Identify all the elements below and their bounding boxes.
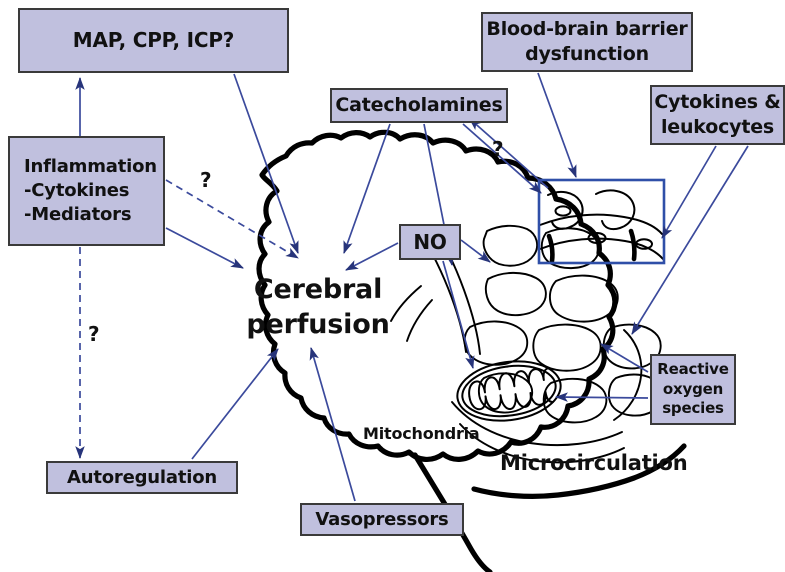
arrow-blood-brain-barrier-to-bbb-region [537, 72, 577, 178]
arrow-reactive-oxygen-species-to-microcirculation [600, 343, 649, 373]
arrow-inflammation-to-cerebral-perfusion-dashed [165, 179, 299, 259]
node-cytokines-and-leukocytes[interactable]: Cytokines & leukocytes [650, 85, 785, 145]
node-reactive-oxygen-species[interactable]: Reactive oxygen species [650, 354, 736, 425]
mitochondria-label: Mitochondria [363, 424, 480, 443]
qmark-inflammation-to-perfusion: ? [200, 168, 212, 192]
cerebral-perfusion-label: Cerebral perfusion [246, 274, 390, 341]
node-vasopressors[interactable]: Vasopressors [300, 503, 464, 536]
blood-brain-barrier-region [537, 178, 666, 265]
arrow-catecholamines-bbb-bidirectional-b [468, 117, 549, 189]
microcirculation-label: Microcirculation [500, 451, 688, 475]
node-inflammation[interactable]: Inflammation -Cytokines -Mediators [8, 136, 165, 246]
brain-outline [256, 129, 687, 572]
mitochondrion-illustration [456, 360, 562, 422]
qmark-catecholamines-bbb: ? [492, 137, 504, 161]
node-autoregulation[interactable]: Autoregulation [46, 461, 238, 494]
arrow-catecholamines-to-cerebral-perfusion [343, 123, 391, 254]
qmark-inflammation-to-autoregulation: ? [88, 322, 100, 346]
node-blood-brain-barrier-dysfunction[interactable]: Blood-brain barrier dysfunction [481, 12, 693, 72]
arrow-autoregulation-to-cerebral-perfusion [191, 348, 279, 460]
node-map-cpp-icp[interactable]: MAP, CPP, ICP? [18, 8, 289, 73]
arrow-no-to-cerebral-perfusion [345, 242, 399, 271]
arrow-cytokines-leukocytes-to-bbb-region [661, 145, 717, 239]
arrow-cytokines-leukocytes-to-microcirculation [631, 145, 749, 335]
arrow-no-to-mitochondria [442, 260, 475, 369]
arrow-map-cpp-icp-to-cerebral-perfusion [233, 73, 299, 254]
node-no[interactable]: NO [399, 224, 461, 260]
arrow-inflammation-to-cerebral-perfusion-solid [165, 227, 244, 269]
node-catecholamines[interactable]: Catecholamines [330, 88, 508, 123]
arrow-catecholamines-bbb-bidirectional-a [462, 123, 542, 194]
arrow-reactive-oxygen-species-to-mitochondria [554, 392, 649, 402]
connector-arrows [75, 72, 749, 502]
arrow-no-to-microcirculation [460, 239, 491, 263]
arrow-vasopressors-to-cerebral-perfusion [309, 347, 356, 502]
